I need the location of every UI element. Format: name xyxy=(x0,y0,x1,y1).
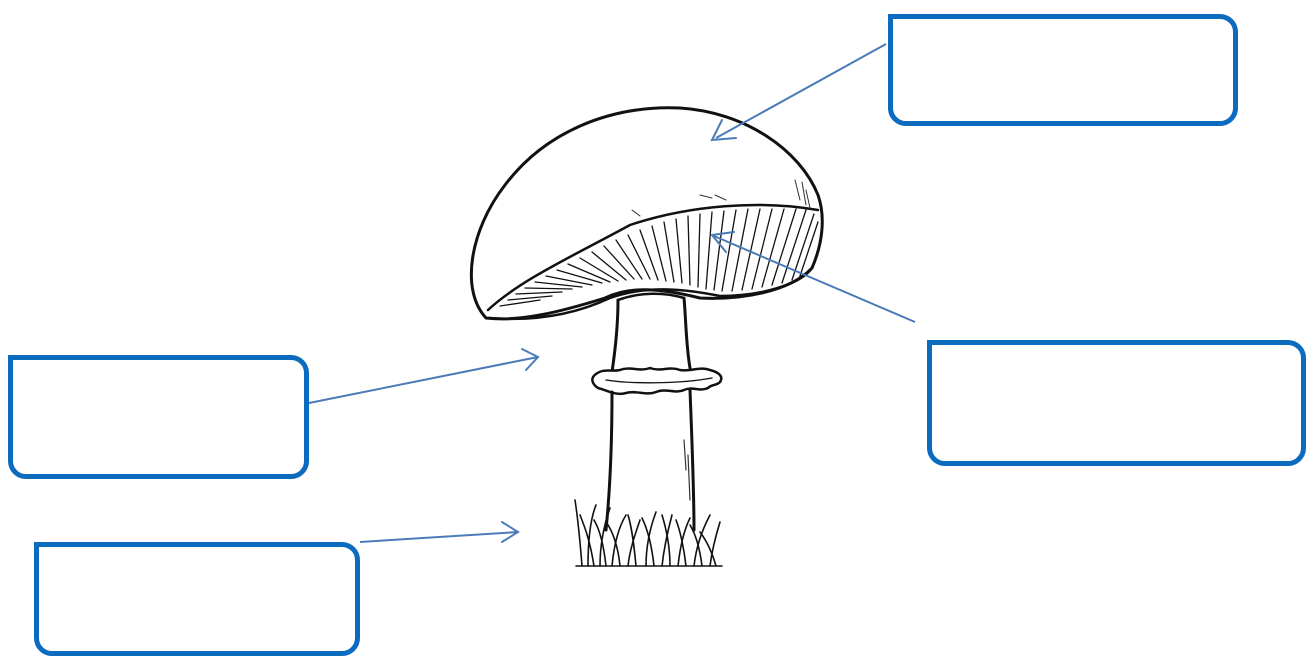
arrow-cap xyxy=(716,44,886,138)
label-box-ground[interactable] xyxy=(34,542,360,656)
label-box-gills[interactable] xyxy=(927,340,1306,466)
mushroom-stem-lower xyxy=(606,390,694,530)
mushroom-stem-upper xyxy=(612,298,690,372)
arrow-stem xyxy=(309,357,538,403)
grass-tufts xyxy=(575,500,722,566)
arrow-ground xyxy=(360,532,518,542)
mushroom-illustration xyxy=(471,108,822,566)
mushroom-cap xyxy=(471,108,822,319)
label-box-cap[interactable] xyxy=(888,14,1238,126)
label-box-stem[interactable] xyxy=(8,355,309,479)
